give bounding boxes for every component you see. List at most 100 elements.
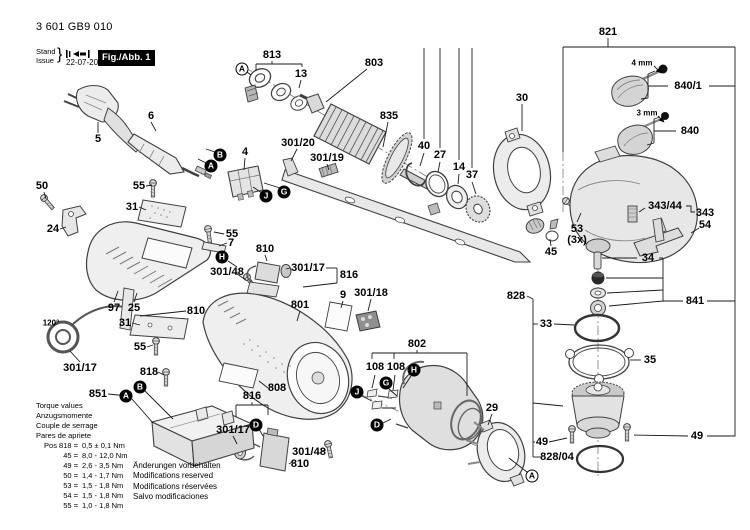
- part-label-301-18: 301/18: [354, 287, 388, 299]
- part-label-55: 55: [225, 228, 239, 240]
- torque-pos: 55 =: [63, 501, 78, 510]
- torque-pos: 54 =: [63, 491, 78, 500]
- part-label-49: 49: [690, 430, 704, 442]
- part-label-301-19: 301/19: [310, 152, 344, 164]
- motor-housing-top-drawing: [85, 221, 211, 301]
- notice-es: Salvo modificaciones: [133, 492, 209, 502]
- torque-row: Pos 818 = 0,5 ± 0,1 Nm: [36, 441, 127, 451]
- brush-holder-mid-drawing: [246, 261, 292, 298]
- part-label-851: 851: [88, 388, 108, 400]
- clamp-block-851-drawing: [150, 405, 255, 467]
- date-stamp-icon: [66, 50, 90, 58]
- part-label-343: 343: [695, 207, 715, 219]
- part-label-301-17: 301/17: [291, 262, 325, 274]
- torque-pos: 50 =: [63, 471, 78, 480]
- bearing-cover-29-drawing: [465, 419, 526, 487]
- part-label-803: 803: [364, 57, 384, 69]
- torque-value: 2,6 - 3,5 Nm: [82, 461, 124, 470]
- callout-a-circle: A: [119, 389, 133, 403]
- part-label-6: 6: [147, 110, 155, 122]
- figure-label-badge: Fig./Abb. 1: [98, 50, 155, 66]
- armature-drawing: [299, 93, 435, 192]
- dimension-label: 4 mm: [631, 58, 653, 68]
- callout-a-circle: A: [525, 469, 539, 483]
- part-label-34: 34: [641, 252, 655, 264]
- part-label-301-20: 301/20: [281, 137, 315, 149]
- part-label-31: 31: [118, 317, 132, 329]
- part-label-810: 810: [255, 243, 275, 255]
- bearings-813-drawing: [244, 64, 311, 114]
- callout-j-circle: J: [350, 385, 364, 399]
- dimension-label: 120°: [42, 318, 60, 328]
- callout-h-circle: H: [215, 250, 229, 264]
- brush-spring-left-drawing: [46, 287, 135, 354]
- leader-lines: [43, 38, 736, 473]
- part-label--3x-: (3x): [567, 234, 587, 246]
- callout-j-circle: J: [259, 189, 273, 203]
- part-label-801: 801: [290, 299, 310, 311]
- part-label-108: 108: [365, 361, 385, 373]
- part-label-54: 54: [698, 219, 712, 231]
- part-label-301-48: 301/48: [292, 446, 326, 458]
- issue-date: 22-07-20: [66, 58, 99, 67]
- issue-label: Issue: [36, 55, 54, 65]
- torque-value: 0,5 ± 0,1 Nm: [82, 441, 125, 450]
- part-label-810: 810: [186, 305, 206, 317]
- part-label-818: 818: [139, 366, 159, 378]
- part-label-9: 9: [339, 289, 347, 301]
- torque-value: 8,0 - 12,0 Nm: [82, 451, 128, 460]
- callout-a-circle: A: [235, 62, 249, 76]
- stand-label: Stand: [36, 47, 56, 56]
- callout-b-circle: B: [133, 380, 147, 394]
- torque-title-en: Torque values: [36, 401, 83, 410]
- part-label-802: 802: [407, 338, 427, 350]
- part-label-828-04: 828/04: [540, 451, 574, 463]
- release-lever-drawing: [281, 157, 532, 263]
- torque-row: 45 = 8,0 - 12,0 Nm: [36, 451, 127, 461]
- torque-title-es: Pares de apriete: [36, 431, 92, 440]
- torque-title-de: Anzugsmomente: [36, 411, 93, 420]
- torque-value: 1,4 - 1,7 Nm: [82, 471, 124, 480]
- torque-values-table: Torque values Anzugsmomente Couple de se…: [36, 401, 127, 511]
- gear-head-stack-drawing: [565, 251, 634, 474]
- callout-h-circle: H: [407, 363, 421, 377]
- torque-pos: 45 =: [63, 451, 78, 460]
- part-label-841: 841: [685, 295, 705, 307]
- part-label-5: 5: [94, 133, 102, 145]
- part-label-13: 13: [294, 68, 308, 80]
- callout-g-circle: G: [379, 376, 393, 390]
- callout-g-circle: G: [277, 185, 291, 199]
- part-label-301-17: 301/17: [63, 362, 97, 374]
- notice-en: Modifications reserved: [133, 471, 214, 481]
- brace-glyph: }: [57, 46, 63, 63]
- part-label-301-48: 301/48: [210, 266, 244, 278]
- part-label-835: 835: [379, 110, 399, 122]
- torque-value: 1,5 - 1,8 Nm: [82, 481, 124, 490]
- torque-row: 50 = 1,4 - 1,7 Nm: [36, 471, 127, 481]
- part-label-97: 97: [107, 302, 121, 314]
- part-label-55: 55: [133, 341, 147, 353]
- part-label-816: 816: [339, 269, 359, 281]
- part-label-45: 45: [544, 246, 558, 258]
- part-label-4: 4: [241, 146, 249, 158]
- torque-title-fr: Couple de serrage: [36, 421, 98, 430]
- hex-keys-and-buttons-drawing: [611, 64, 669, 155]
- part-label-808: 808: [267, 382, 287, 394]
- rings-and-bearings-drawing: [405, 162, 491, 223]
- torque-pos: 49 =: [63, 461, 78, 470]
- torque-pos: Pos 818 =: [44, 441, 78, 450]
- torque-row: 55 =1,0 - 1,8 Nm: [36, 501, 127, 511]
- document-part-number: 3 601 GB9 010: [36, 21, 113, 33]
- part-label-810: 810: [290, 458, 310, 470]
- part-label-840-1: 840/1: [674, 80, 702, 92]
- part-label-108: 108: [386, 361, 406, 373]
- modifications-notice: Änderungen vorbehalten Modifications res…: [133, 461, 221, 503]
- callout-b-circle: B: [213, 148, 227, 162]
- part-label-7: 7: [227, 237, 235, 249]
- plate-808-drawing: [218, 362, 259, 389]
- part-label-53: 53: [570, 223, 584, 235]
- part-label-840: 840: [680, 125, 700, 137]
- nameplate-9-drawing: [324, 301, 353, 332]
